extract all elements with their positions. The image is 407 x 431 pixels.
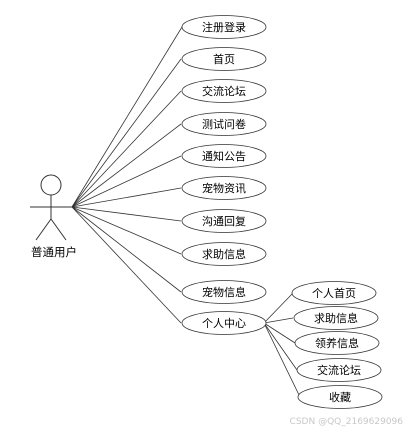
- assoc-quiz: [71, 123, 182, 208]
- use-case-label: 沟通回复: [202, 214, 246, 228]
- assoc-pet-info: [71, 206, 182, 293]
- assoc-my-forum: [263, 322, 298, 371]
- actor-figure: [30, 174, 72, 241]
- use-case-forum: 交流论坛: [181, 79, 267, 103]
- actor-label: 普通用户: [31, 245, 77, 259]
- assoc-contact: [71, 206, 182, 222]
- use-case-label: 领养信息: [315, 336, 359, 350]
- use-case-label: 个人中心: [202, 317, 246, 330]
- use-case-label: 宠物资讯: [202, 181, 246, 195]
- actor-associations: [71, 26, 183, 324]
- use-case-label: 个人首页: [312, 286, 356, 300]
- assoc-notice: [71, 155, 182, 208]
- use-case-ellipse: [181, 15, 267, 39]
- use-case-label: 求助信息: [202, 247, 246, 261]
- assoc-favorites: [263, 322, 301, 398]
- assoc-seek-help: [71, 206, 182, 255]
- assoc-home: [71, 58, 182, 208]
- use-case-label: 宠物信息: [202, 285, 246, 299]
- use-case-ellipse: [181, 112, 267, 136]
- use-case-label: 注册登录: [202, 20, 246, 34]
- sub-use-case-my-help: 求助信息: [293, 306, 379, 330]
- use-case-ellipse: [181, 280, 267, 304]
- sub-use-case-personal-home: 个人首页: [291, 281, 377, 305]
- sub-use-case-favorites: 收藏: [297, 385, 383, 409]
- use-case-ellipse: [181, 176, 267, 200]
- assoc-my-help: [263, 317, 294, 324]
- assoc-pet-news: [71, 187, 182, 208]
- use-case-label: 首页: [213, 52, 235, 66]
- actor-right-leg: [50, 218, 67, 241]
- use-case-ellipse: [181, 47, 267, 71]
- use-case-notice: 通知公告: [181, 144, 267, 168]
- use-case-ellipse: [297, 385, 383, 409]
- actor-head: [40, 174, 62, 196]
- sub-use-case-adoption: 领养信息: [294, 331, 380, 355]
- assoc-personal-center: [71, 206, 182, 324]
- use-case-ellipse: [291, 281, 377, 305]
- use-case-ellipse: [181, 209, 267, 233]
- use-case-label: 交流论坛: [202, 84, 246, 98]
- use-case-seek-help: 求助信息: [181, 242, 267, 266]
- use-case-label: 通知公告: [202, 149, 246, 163]
- use-case-ellipse: [181, 144, 267, 168]
- watermark: CSDN @QQ_2169629096: [290, 417, 404, 427]
- use-case-ellipse: [181, 242, 267, 266]
- use-case-contact: 沟通回复: [181, 209, 267, 233]
- use-case-ellipse: [296, 358, 382, 382]
- use-case-quiz: 测试问卷: [181, 112, 267, 136]
- use-case-pet-info: 宠物信息: [181, 280, 267, 304]
- use-case-personal-center: 个人中心: [181, 311, 267, 335]
- use-case-ellipse: [181, 311, 267, 335]
- use-case-pet-news: 宠物资讯: [181, 176, 267, 200]
- assoc-register: [71, 26, 183, 208]
- assoc-adoption: [263, 322, 296, 344]
- sub-use-case-my-forum: 交流论坛: [296, 358, 382, 382]
- use-case-ellipse: [181, 79, 267, 103]
- use-case-label: 交流论坛: [317, 363, 361, 377]
- assoc-personal-home: [263, 292, 294, 324]
- use-case-ellipse: [293, 306, 379, 330]
- sub-associations: [263, 292, 301, 398]
- use-case-label: 测试问卷: [202, 117, 246, 131]
- assoc-forum: [71, 90, 182, 208]
- use-case-ellipse: [294, 331, 380, 355]
- use-case-home: 首页: [181, 47, 267, 71]
- use-case-label: 收藏: [329, 390, 351, 404]
- actor-left-leg: [35, 218, 52, 241]
- use-case-label: 求助信息: [314, 311, 358, 325]
- use-case-register: 注册登录: [181, 15, 267, 39]
